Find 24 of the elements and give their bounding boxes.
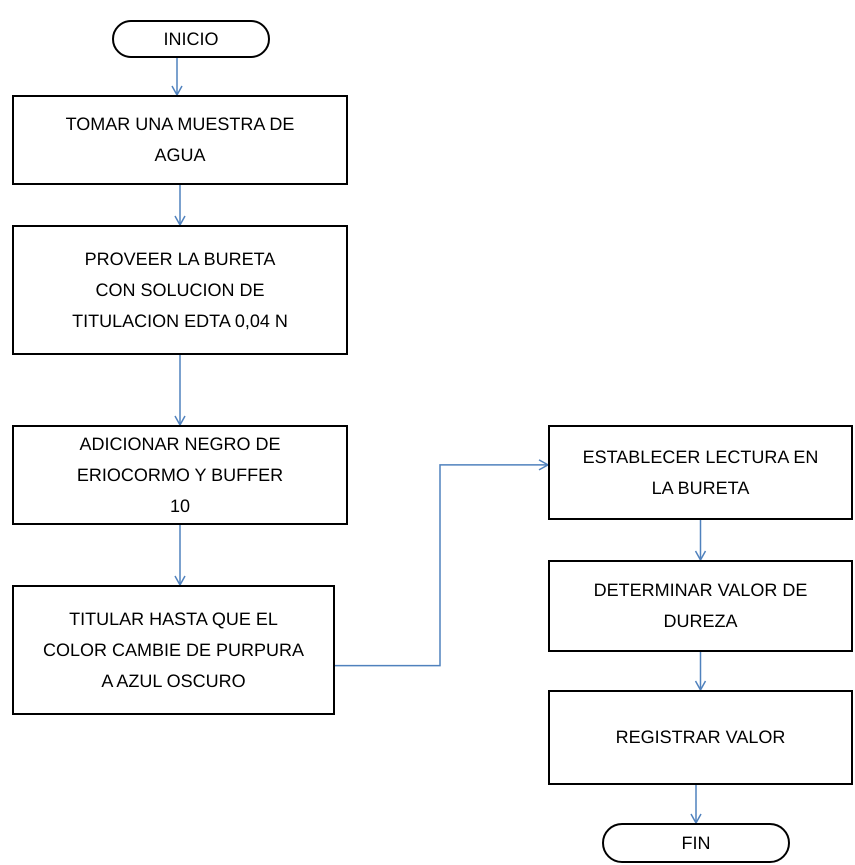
- arrow: [694, 652, 706, 691]
- process-box: [12, 225, 348, 355]
- process-box: [12, 95, 348, 185]
- arrow: [690, 785, 702, 824]
- node-text: ADICIONAR NEGRO DE ERIOCORMO Y BUFFER 10: [76, 432, 284, 518]
- arrow: [171, 58, 183, 96]
- node-text: ESTABLECER LECTURA EN LA BURETA: [582, 446, 820, 500]
- arrow: [694, 520, 706, 561]
- node-text: TOMAR UNA MUESTRA DE AGUA: [64, 113, 296, 167]
- arrow: [174, 525, 186, 586]
- process-box: [12, 585, 335, 715]
- arrow: [335, 459, 549, 666]
- process-box: [548, 690, 853, 785]
- process-box: [548, 425, 853, 520]
- node-text: TITULAR HASTA QUE EL COLOR CAMBIE DE PURPURA A AZUL OSCURO: [42, 608, 306, 692]
- arrow: [174, 185, 186, 226]
- node-text: PROVEER LA BURETA CON SOLUCION DE TITULACION EDTA 0,04 N: [71, 248, 289, 332]
- arrow: [174, 355, 186, 426]
- node-text: REGISTRAR VALOR: [616, 726, 786, 749]
- node-text: FIN: [682, 832, 710, 854]
- process-box: [12, 425, 348, 525]
- node-text: DETERMINAR VALOR DE DUREZA: [592, 579, 808, 633]
- node-text: INICIO: [163, 28, 218, 50]
- process-box: [548, 560, 853, 652]
